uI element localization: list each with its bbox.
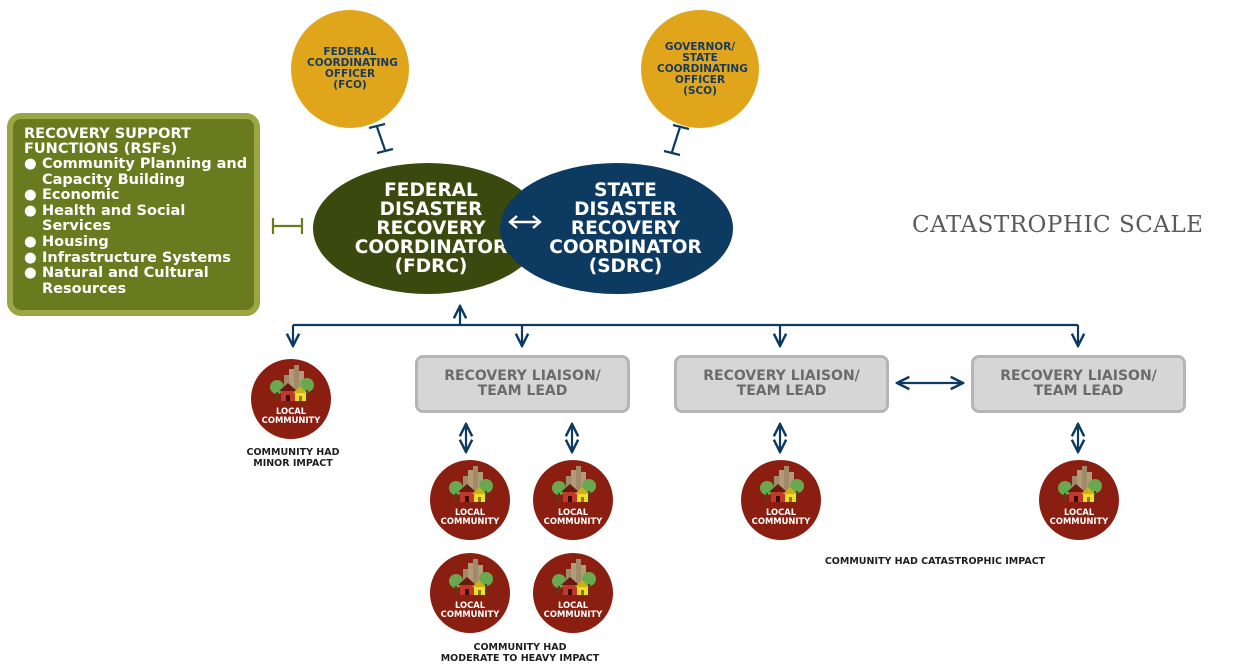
bullet-icon: ● [24,249,37,266]
sdrc-oval: STATE DISASTER RECOVERY COORDINATOR (SDR… [500,163,733,294]
community-circle: LOCAL COMMUNITY [533,553,613,633]
sco-label: GOVERNOR/ STATE COORDINATING OFFICER (SC… [657,40,748,97]
liaison-label: RECOVERY LIAISON/ TEAM LEAD [1000,368,1157,399]
rsf-title: RECOVERY SUPPORT FUNCTIONS (RSFs) [24,126,191,157]
community-circle: LOCAL COMMUNITY [533,460,613,540]
fdrc-sdrc-arrow [508,215,542,229]
scale-label: CATASTROPHIC SCALE [912,212,1204,238]
rsf-list: ●Community Planning and Capacity Buildin… [24,156,254,297]
bullet-icon: ● [24,265,37,282]
community-circle: LOCAL COMMUNITY [741,460,821,540]
community-icon [1058,466,1102,502]
community-icon [552,466,596,502]
rsf-item: ●Health and Social Services [24,202,186,235]
caption-minor: COMMUNITY HAD MINOR IMPACT [246,447,340,469]
community-label: LOCAL COMMUNITY [751,507,811,526]
community-label: LOCAL COMMUNITY [440,507,500,526]
fdrc-oval: FEDERAL DISASTER RECOVERY COORDINATOR (F… [313,163,543,294]
rsf-item: ●Economic [24,187,120,204]
bullet-icon: ● [24,156,37,172]
caption-moderate: COMMUNITY HAD MODERATE TO HEAVY IMPACT [440,642,600,664]
liaison-box-1: RECOVERY LIAISON/ TEAM LEAD [415,355,630,413]
rsf-panel: RECOVERY SUPPORT FUNCTIONS (RSFs) ●Commu… [7,113,260,316]
rsf-item: ●Infrastructure Systems [24,249,231,266]
community-label: LOCAL COMMUNITY [1049,507,1109,526]
community-icon [449,466,493,502]
liaison-box-3: RECOVERY LIAISON/ TEAM LEAD [971,355,1186,413]
liaison-label: RECOVERY LIAISON/ TEAM LEAD [703,368,860,399]
fdrc-label: FEDERAL DISASTER RECOVERY COORDINATOR (F… [354,180,508,277]
caption-catastrophic: COMMUNITY HAD CATASTROPHIC IMPACT [824,556,1046,567]
rsf-item: ●Community Planning and Capacity Buildin… [24,156,248,188]
rsf-item: ●Housing [24,233,109,250]
fco-label: FEDERAL COORDINATING OFFICER (FCO) [307,46,398,91]
community-label: LOCAL COMMUNITY [440,600,500,619]
fco-link [375,126,387,151]
community-label: LOCAL COMMUNITY [543,600,603,619]
community-icon [449,559,493,595]
bullet-icon: ● [24,233,37,250]
community-circle: LOCAL COMMUNITY [430,553,510,633]
community-label: LOCAL COMMUNITY [261,406,321,425]
community-circle: LOCAL COMMUNITY [1039,460,1119,540]
liaison-label: RECOVERY LIAISON/ TEAM LEAD [444,368,601,399]
sco-circle: GOVERNOR/ STATE COORDINATING OFFICER (SC… [641,10,759,128]
community-icon [270,365,314,401]
bullet-icon: ● [24,187,37,204]
bullet-icon: ● [24,202,37,219]
community-label: LOCAL COMMUNITY [543,507,603,526]
rsf-item: ●Natural and Cultural Resources [24,265,209,297]
community-icon [760,466,804,502]
sco-link [670,126,682,153]
fco-circle: FEDERAL COORDINATING OFFICER (FCO) [291,10,409,128]
community-icon [552,559,596,595]
community-circle: LOCAL COMMUNITY [430,460,510,540]
liaison-box-2: RECOVERY LIAISON/ TEAM LEAD [674,355,889,413]
sdrc-label: STATE DISASTER RECOVERY COORDINATOR (SDR… [549,180,702,277]
community-circle: LOCAL COMMUNITY [251,359,331,439]
